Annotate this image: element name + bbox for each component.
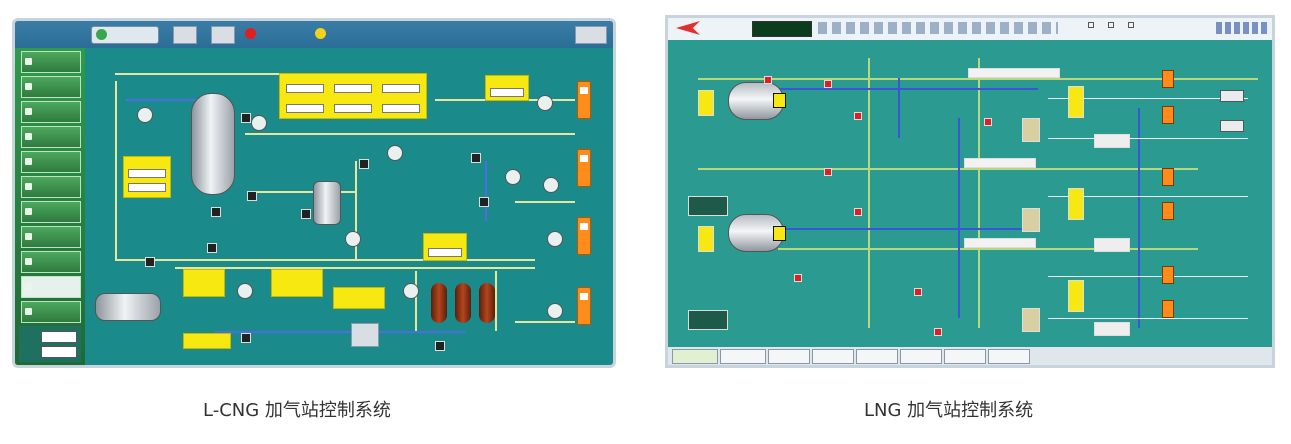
lng-storage-tank (191, 93, 235, 195)
system-home-tab[interactable] (91, 26, 159, 44)
pressure-button[interactable] (351, 323, 379, 347)
pump-sump (313, 181, 341, 225)
sidebar-item-1[interactable] (21, 51, 81, 73)
sidebar-item-6[interactable] (21, 176, 81, 198)
dispenser-3[interactable] (577, 217, 591, 255)
lng-header (668, 18, 1272, 40)
lng-dispenser-1[interactable] (1162, 70, 1174, 88)
vaporizer-panel (333, 287, 385, 309)
sidebar-item-11[interactable] (21, 301, 81, 323)
lng-dispenser-5[interactable] (1162, 266, 1174, 284)
status-indicator-icon (315, 28, 326, 39)
login-box (19, 326, 81, 362)
lng-dispenser-2[interactable] (1162, 106, 1174, 124)
clock-display (752, 21, 812, 37)
lcng-caption: L-CNG 加气站控制系统 (203, 400, 391, 421)
tank-parameters-panel (279, 73, 427, 119)
lng-bottom-tabs (668, 347, 1272, 365)
lng-dispenser-6[interactable] (1162, 300, 1174, 318)
tab-8[interactable] (988, 349, 1030, 364)
globe-icon (96, 29, 107, 40)
sidebar-item-2[interactable] (21, 76, 81, 98)
tab-2[interactable] (720, 349, 766, 364)
station-title (818, 22, 1058, 34)
lng-caption: LNG 加气站控制系统 (864, 400, 1034, 421)
tab-3[interactable] (768, 349, 810, 364)
sidebar-item-5[interactable] (21, 151, 81, 173)
tank-level-panel (183, 269, 225, 297)
lcng-toolbar (15, 21, 613, 48)
storage-pressure-panel (423, 233, 467, 261)
sidebar-item-9[interactable] (21, 251, 81, 273)
truck-icon (1220, 90, 1244, 102)
sidebar-item-8[interactable] (21, 226, 81, 248)
alarm-indicator-icon (245, 28, 256, 39)
tab-5[interactable] (856, 349, 898, 364)
lng-control-panel (665, 15, 1275, 368)
storage-cylinder-2 (455, 283, 471, 323)
storage-cylinder-3 (479, 283, 495, 323)
storage-cylinder-1 (431, 283, 447, 323)
truck-icon (1220, 120, 1244, 132)
lcng-sidebar (15, 48, 85, 365)
outlet-pressure-panel (485, 75, 529, 101)
tanker-truck (95, 293, 161, 321)
tab-4[interactable] (812, 349, 854, 364)
password-field[interactable] (41, 346, 77, 358)
exit-button[interactable] (575, 26, 607, 44)
sidebar-item-10[interactable] (21, 276, 81, 298)
lng-dispenser-4[interactable] (1162, 202, 1174, 220)
user-field[interactable] (41, 331, 77, 343)
status-label (331, 27, 371, 43)
auto-button[interactable] (173, 26, 197, 44)
lng-dispenser-3[interactable] (1162, 168, 1174, 186)
unload-pressure-panel (183, 333, 231, 349)
sidebar-item-4[interactable] (21, 126, 81, 148)
pump-status-panel (271, 269, 323, 297)
dispenser-4[interactable] (577, 287, 591, 325)
tab-1[interactable] (672, 349, 718, 364)
lcng-control-panel (12, 18, 616, 368)
manual-button[interactable] (211, 26, 235, 44)
sidebar-item-3[interactable] (21, 101, 81, 123)
tab-6[interactable] (900, 349, 942, 364)
tab-7[interactable] (944, 349, 986, 364)
dispenser-2[interactable] (577, 149, 591, 187)
dispenser-1[interactable] (577, 81, 591, 119)
inlet-parameters-panel (123, 156, 171, 198)
company-logo-icon (676, 21, 700, 35)
sidebar-item-7[interactable] (21, 201, 81, 223)
brand-logo-icon (1216, 22, 1270, 34)
